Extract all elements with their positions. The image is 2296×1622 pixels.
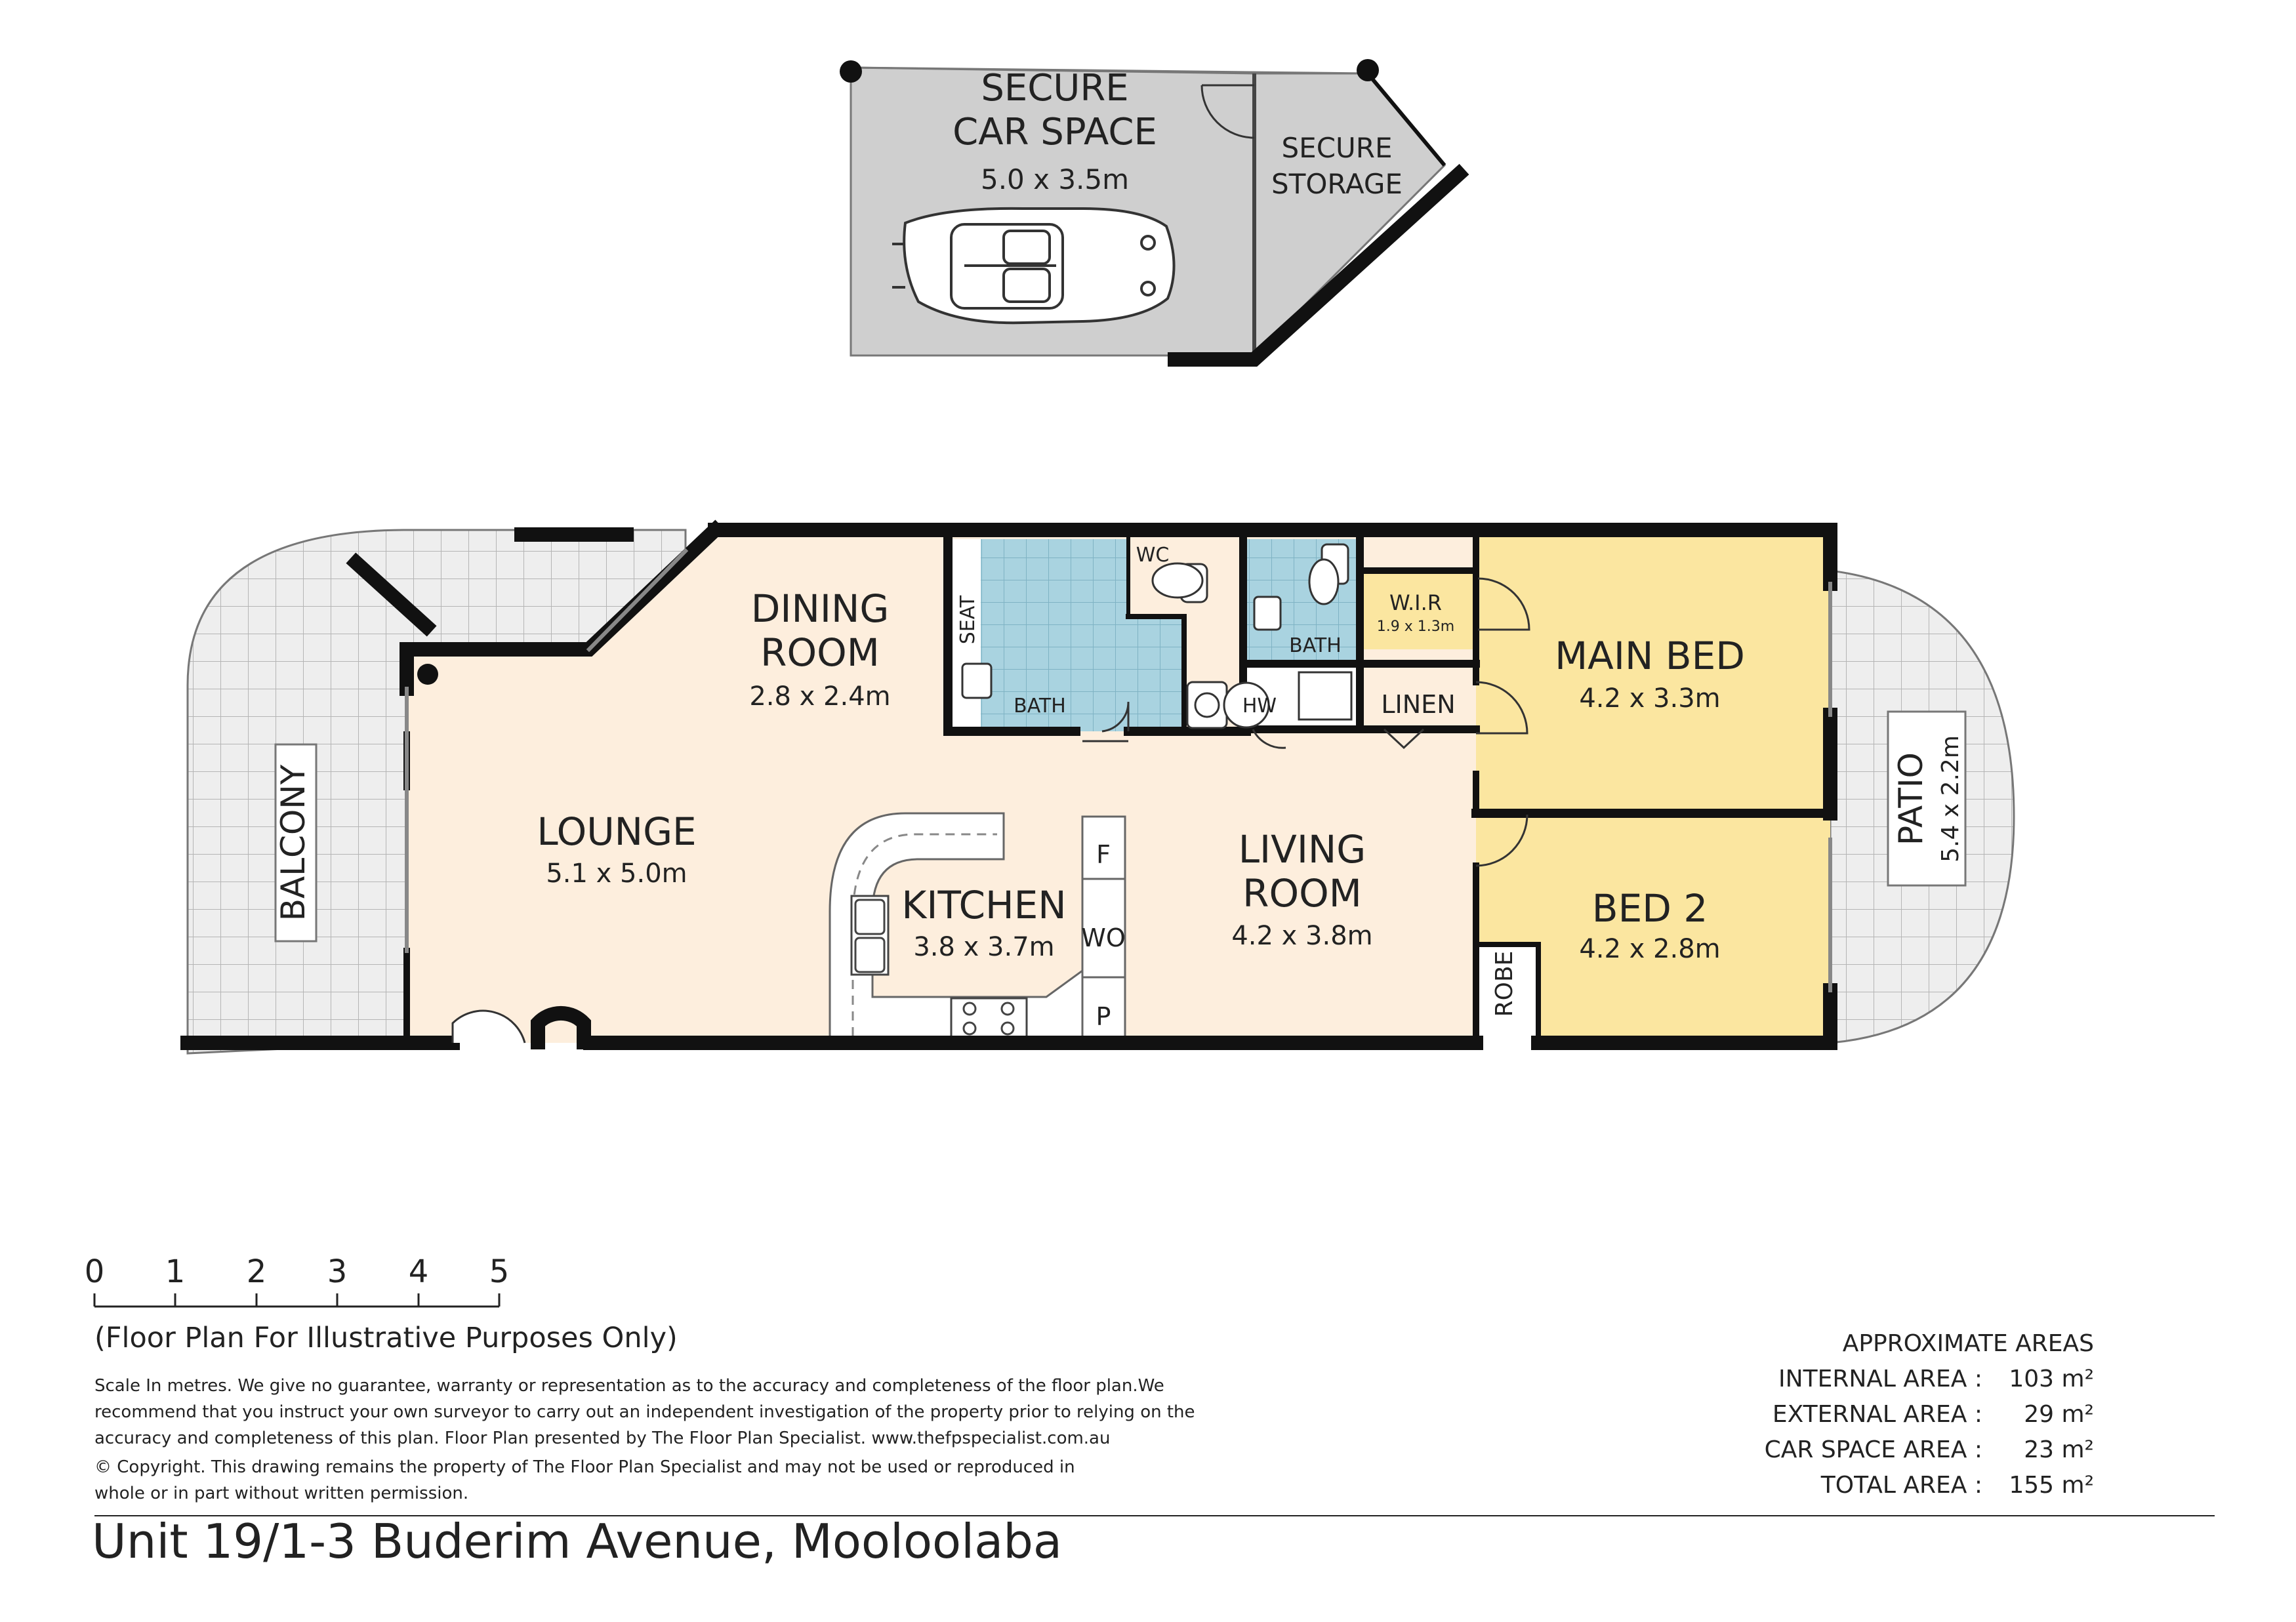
car-space-area [840,59,1469,367]
doors [1082,577,1530,867]
area-value: 23 m² [2024,1436,2094,1463]
fridge-label: F [1096,840,1111,869]
car-space-dims: 5.0 x 3.5m [981,163,1129,195]
lounge-name: LOUNGE [537,809,696,854]
divider [94,1515,2215,1516]
scale-tick: 2 [247,1253,267,1290]
patio-label-box: PATIO 5.4 x 2.2m [1887,710,1967,887]
dining-name-1: DINING [751,586,890,631]
bath1-label: BATH [1014,695,1066,718]
balcony-label-box: BALCONY [274,743,318,943]
area-value: 103 m² [2009,1366,2094,1392]
column [417,664,438,685]
seat-label: SEAT [956,595,979,644]
lounge-dims: 5.1 x 5.0m [546,859,687,889]
scale-tick: 0 [85,1253,105,1290]
balcony-label: BALCONY [274,764,312,921]
area-row: EXTERNAL AREA : 29 m² [1687,1397,2094,1432]
dining-dims: 2.8 x 2.4m [749,681,890,712]
kitchen-area [829,812,1126,1044]
approximate-areas: APPROXIMATE AREAS INTERNAL AREA : 103 m²… [1687,1326,2094,1503]
area-value: 29 m² [2024,1401,2094,1428]
bed2-name: BED 2 [1592,886,1708,931]
scale-tick: 1 [165,1253,186,1290]
main-bed-dims: 4.2 x 3.3m [1579,683,1720,714]
bedroom-floor [1359,530,1830,1043]
disclaimer-text: recommend that you instruct your own sur… [94,1402,1195,1422]
kitchen-name: KITCHEN [901,883,1066,927]
area-label: INTERNAL AREA : [1778,1366,1982,1392]
areas-title: APPROXIMATE AREAS [1842,1330,2094,1357]
entry-door [451,1005,591,1049]
car-space-name-1: SECURE [981,67,1128,110]
area-label: EXTERNAL AREA : [1772,1401,1982,1428]
area-row: INTERNAL AREA : 103 m² [1687,1362,2094,1397]
area-label: CAR SPACE AREA : [1764,1436,1982,1463]
disclaimer-text: Scale In metres. We give no guarantee, w… [94,1376,1164,1396]
copyright-text: whole or in part without written permiss… [94,1484,469,1503]
wir-name: W.I.R [1389,590,1442,615]
wall-oven-label: WO [1081,923,1125,952]
pantry-label: P [1096,1002,1111,1031]
disclaimer-line: Scale In metres. We give no guarantee, w… [94,1373,1341,1451]
area-row: TOTAL AREA : 155 m² [1687,1468,2094,1503]
scale-bar: 0 1 2 3 4 5 [85,1253,510,1308]
property-address: Unit 19/1-3 Buderim Avenue, Mooloolaba [92,1514,1063,1569]
disclaimer: Scale In metres. We give no guarantee, w… [94,1373,1341,1509]
main-bed-name: MAIN BED [1555,634,1745,678]
copyright-text: © Copyright. This drawing remains the pr… [94,1457,1075,1477]
wir-dims: 1.9 x 1.3m [1377,618,1454,635]
purpose-note: (Floor Plan For Illustrative Purposes On… [94,1322,678,1354]
bed2-dims: 4.2 x 2.8m [1579,934,1720,964]
living-floor [407,530,1476,1043]
disclaimer-text: accuracy and completeness of this plan. … [94,1429,1111,1448]
storage-name-1: SECURE [1282,132,1393,164]
area-value: 155 m² [2009,1472,2094,1499]
dining-name-2: ROOM [760,630,880,675]
area-row: CAR SPACE AREA : 23 m² [1687,1432,2094,1468]
living-name-2: ROOM [1242,871,1362,916]
kitchen-dims: 3.8 x 3.7m [913,932,1054,962]
walls [180,519,1837,1050]
bath-fixtures [961,543,1353,729]
area-label: TOTAL AREA : [1820,1472,1982,1499]
car-space-name-2: CAR SPACE [953,111,1157,153]
copyright: © Copyright. This drawing remains the pr… [94,1454,1341,1507]
scale-tick: 3 [327,1253,348,1290]
wc-label: WC [1136,544,1170,567]
living-dims: 4.2 x 3.8m [1231,921,1372,951]
robe-label: ROBE [1491,951,1518,1017]
storage-name-2: STORAGE [1271,168,1403,200]
scale-tick: 4 [409,1253,429,1290]
patio-label: PATIO [1892,752,1930,845]
hw-label: HW [1242,695,1277,718]
patio-dims: 5.4 x 2.2m [1937,735,1964,862]
car-icon [892,207,1176,325]
linen-label: LINEN [1381,690,1455,719]
scale-tick: 5 [489,1253,510,1290]
bath2-label: BATH [1289,634,1342,657]
living-name-1: LIVING [1239,827,1366,872]
